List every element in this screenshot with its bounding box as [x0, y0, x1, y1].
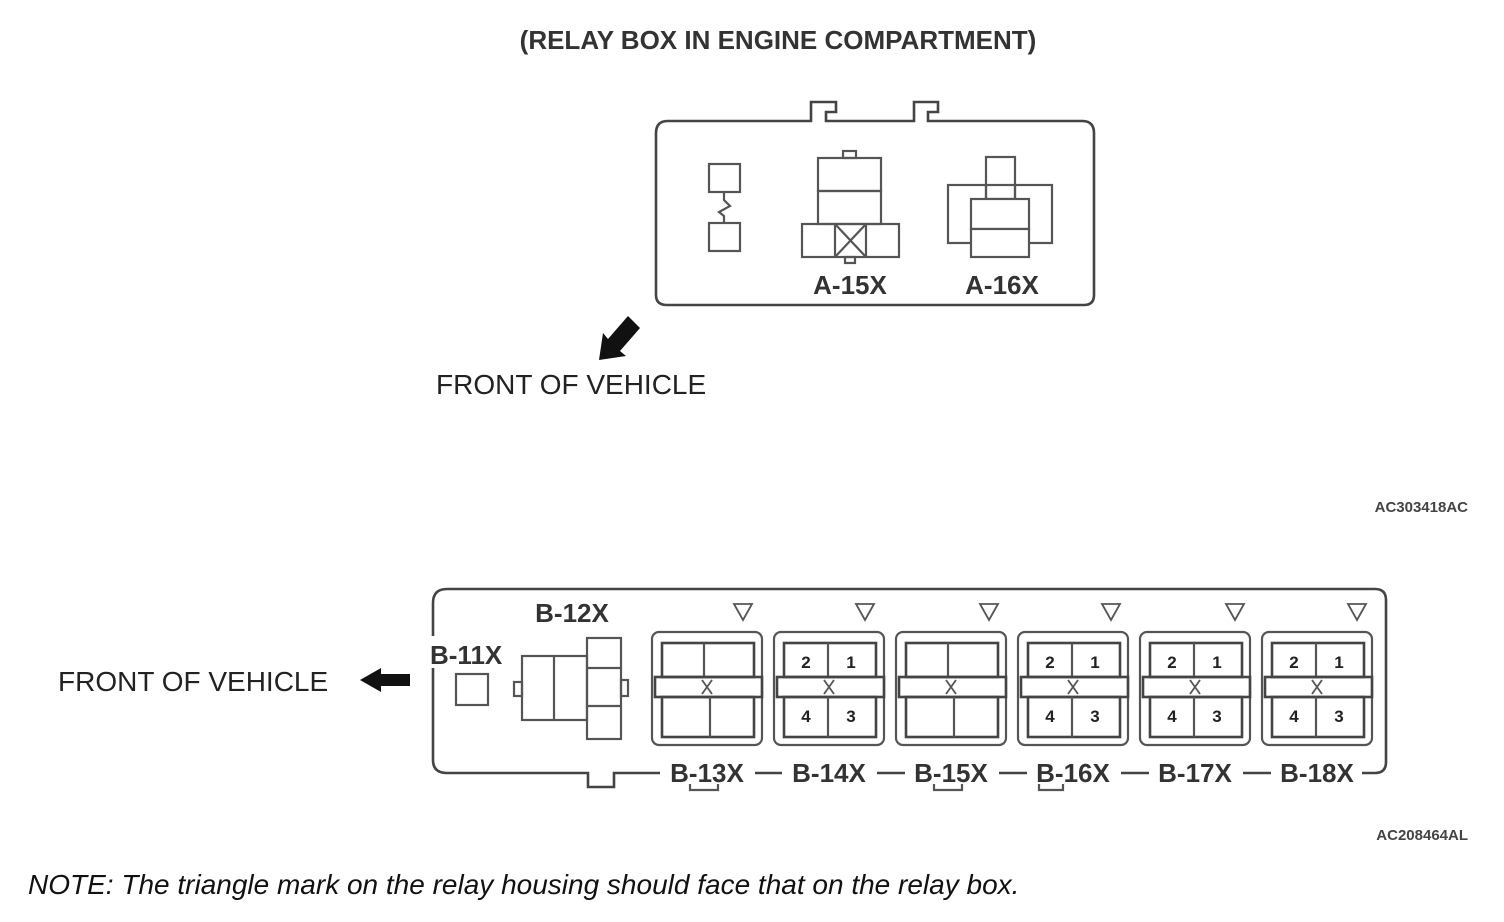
relay-a-16x[interactable] [946, 155, 1054, 259]
triangle-mark-icon [854, 603, 876, 622]
triangle-mark-icon [1100, 603, 1122, 622]
pin-number: 4 [1289, 707, 1299, 726]
figure-code-bottom: AC208464AL [1376, 827, 1468, 844]
pin-number: 2 [1289, 653, 1298, 672]
note-text: NOTE: The triangle mark on the relay hou… [28, 869, 1019, 900]
relay-b-13x[interactable] [650, 603, 764, 747]
relay-label-b-17x: B-17X [1158, 758, 1232, 788]
small-relay-pair [707, 162, 742, 253]
relay-label-b-16x: B-16X [1036, 758, 1110, 788]
relay-b-15x[interactable] [894, 603, 1008, 747]
pin-number: 2 [1167, 653, 1176, 672]
relay-label-b-12x: B-12X [535, 598, 609, 628]
pin-number: 4 [1045, 707, 1055, 726]
relay-label-b-14x: B-14X [792, 758, 866, 788]
triangle-mark-icon [1224, 603, 1246, 622]
relay-b-14x[interactable]: 2 1 4 3 [772, 603, 886, 747]
pin-number: 1 [1212, 653, 1221, 672]
pin-number: 3 [846, 707, 855, 726]
triangle-mark-icon [732, 603, 754, 622]
front-arrow-icon [599, 316, 640, 360]
relay-a-15x[interactable] [800, 149, 901, 265]
relay-b-11x[interactable] [454, 672, 490, 707]
pin-number: 4 [801, 707, 811, 726]
pin-number: 1 [1090, 653, 1099, 672]
relay-label-b-13x: B-13X [670, 758, 744, 788]
triangle-mark-icon [978, 603, 1000, 622]
diagram-title: (RELAY BOX IN ENGINE COMPARTMENT) [520, 25, 1037, 55]
top-front-of-vehicle-label: FRONT OF VEHICLE [436, 369, 706, 400]
relay-b-17x[interactable]: 2 1 4 3 [1138, 603, 1252, 747]
relay-b-12x[interactable] [512, 636, 630, 741]
pin-number: 4 [1167, 707, 1177, 726]
bottom-relay-box-outline [431, 587, 1388, 792]
relay-label-a-15x: A-15X [813, 270, 887, 300]
pin-number: 3 [1334, 707, 1343, 726]
pin-number: 2 [801, 653, 810, 672]
engine-relay-box-outline [654, 100, 1096, 307]
relay-label-b-18x: B-18X [1280, 758, 1354, 788]
figure-code-top: AC303418AC [1375, 499, 1469, 516]
relay-b-16x[interactable]: 2 1 4 3 [1016, 603, 1130, 747]
pin-number: 2 [1045, 653, 1054, 672]
bottom-front-of-vehicle-label: FRONT OF VEHICLE [58, 666, 328, 697]
relay-b-18x[interactable]: 2 1 4 3 [1260, 603, 1374, 747]
pin-number: 1 [1334, 653, 1343, 672]
left-arrow-icon [360, 668, 410, 692]
pin-number: 3 [1212, 707, 1221, 726]
relay-label-b-11x: B-11X [430, 640, 503, 670]
relay-label-a-16x: A-16X [965, 270, 1039, 300]
triangle-mark-icon [1346, 603, 1368, 622]
pin-number: 3 [1090, 707, 1099, 726]
relay-label-b-15x: B-15X [914, 758, 988, 788]
pin-number: 1 [846, 653, 855, 672]
